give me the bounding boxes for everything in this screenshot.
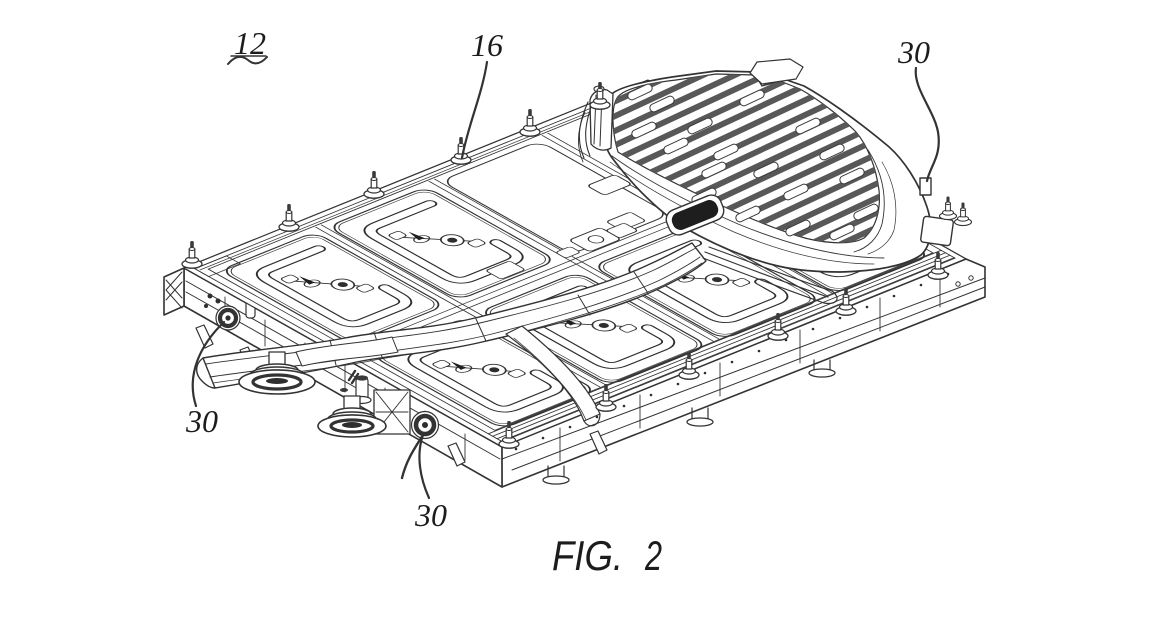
svg-text:30: 30 — [897, 34, 930, 70]
svg-text:12: 12 — [234, 25, 266, 61]
svg-text:30: 30 — [185, 403, 218, 439]
svg-text:2: 2 — [644, 532, 662, 579]
svg-text:16: 16 — [471, 27, 503, 63]
svg-text:FIG.: FIG. — [552, 532, 623, 579]
svg-text:30: 30 — [414, 497, 447, 533]
